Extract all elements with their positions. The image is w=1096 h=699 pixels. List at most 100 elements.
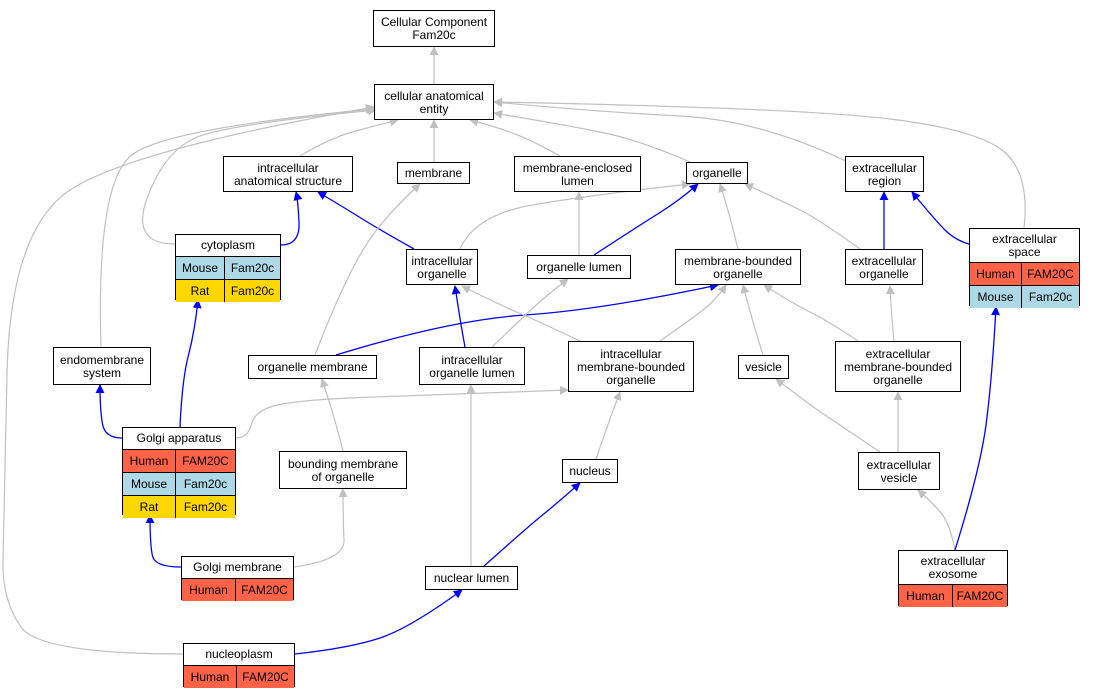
gene-symbol: FAM20C (236, 666, 294, 688)
organism-label: Human (189, 582, 228, 597)
go-term-label: cellular anatomical entity (384, 88, 484, 116)
edge-es-to-er (911, 191, 970, 245)
edge-golgi-to-ems (95, 384, 123, 439)
edge-cytoplasm-to-ias (280, 191, 303, 246)
go-term-label: intracellular organelle lumen (429, 352, 515, 380)
edge-np-to-cae (2, 103, 375, 655)
edge-exo-to-es (954, 306, 1001, 551)
go-term-node-iol[interactable]: intracellular organelle lumen (419, 347, 525, 385)
edge-exo-to-ev (917, 489, 956, 551)
organism-label: Mouse (977, 289, 1014, 304)
go-term-node-om[interactable]: organelle membrane (248, 355, 377, 379)
edge-embo-to-eo (885, 285, 895, 342)
go-term-label: extracellular organelle (851, 253, 917, 281)
edge-golgi-to-imbo (235, 385, 569, 439)
edge-gm-to-bmo (293, 488, 348, 568)
annotation-row: Mouse Fam20c (176, 256, 280, 279)
edge-mbo-to-organelle (718, 183, 739, 250)
edge-organelle-to-cae (493, 109, 691, 163)
go-term-node-nucleus[interactable]: nucleus (562, 459, 618, 483)
go-term-node-ol[interactable]: organelle lumen (527, 255, 631, 279)
edge-vesicle-to-mbo (740, 284, 764, 356)
go-term-label: extracellular membrane-bounded organelle (843, 346, 953, 387)
gene-symbol: Fam20c (1021, 286, 1079, 308)
edge-om-to-membrane (314, 183, 421, 356)
go-term-node-mel[interactable]: membrane-enclosed lumen (514, 156, 641, 192)
go-term-node-root[interactable]: Cellular Component Fam20c (373, 10, 495, 47)
gene-symbol: Fam20c (175, 496, 235, 518)
edge-embo-to-mbo (763, 284, 859, 342)
organism-label: Rat (139, 499, 159, 514)
edge-gm-to-golgi (145, 514, 182, 568)
edge-ol-to-organelle (593, 183, 699, 256)
go-term-label: intracellular anatomical structure (233, 160, 343, 188)
organism-label: Mouse (181, 260, 219, 275)
go-term-node-nl[interactable]: nuclear lumen (425, 566, 518, 590)
go-term-node-organelle[interactable]: organelle (686, 162, 748, 184)
organism-label: Human (129, 453, 169, 468)
go-term-label: nucleoplasm (205, 647, 273, 661)
edge-eo-to-organelle (744, 183, 861, 250)
go-term-label: extracellular exosome (920, 553, 986, 581)
gene-symbol: Fam20c (224, 280, 280, 302)
edge-er-to-cae (493, 98, 849, 163)
organism-label: Rat (190, 283, 210, 298)
organism-label: Human (906, 588, 945, 603)
go-term-node-bmo[interactable]: bounding membrane of organelle (279, 451, 407, 489)
go-term-node-membrane[interactable]: membrane (397, 162, 470, 184)
go-term-label: nucleus (569, 464, 611, 478)
edge-imbo-to-io (461, 285, 581, 342)
edge-nucleus-to-imbo (595, 391, 622, 460)
go-term-node-cae[interactable]: cellular anatomical entity (374, 84, 494, 120)
annotation-row: Mouse Fam20c (970, 285, 1079, 308)
gene-symbol: FAM20C (175, 450, 235, 472)
edge-iol-to-io (451, 285, 466, 348)
gene-symbol: FAM20C (952, 585, 1007, 607)
go-term-label: Golgi membrane (193, 560, 282, 574)
annotation-row: Rat Fam20c (123, 495, 235, 518)
go-term-label: extracellular region (852, 160, 917, 188)
annotation-row: Human FAM20C (123, 449, 235, 472)
edge-es-to-cae (493, 97, 1026, 229)
go-term-label: organelle membrane (257, 360, 368, 374)
go-term-node-vesicle[interactable]: vesicle (738, 355, 789, 379)
go-term-label: Golgi apparatus (136, 431, 222, 445)
edge-io-to-organelle (459, 180, 691, 250)
go-term-label: cytoplasm (200, 238, 256, 252)
go-term-node-io[interactable]: intracellular organelle (406, 249, 478, 285)
go-term-node-ev[interactable]: extracellular vesicle (858, 452, 940, 490)
go-term-label: membrane-bounded organelle (683, 253, 793, 281)
go-term-node-imbo[interactable]: intracellular membrane-bounded organelle (568, 341, 694, 392)
annotation-row: Rat Fam20c (176, 279, 280, 302)
go-term-node-er[interactable]: extracellular region (845, 156, 924, 192)
go-term-node-eo[interactable]: extracellular organelle (845, 249, 923, 285)
go-term-node-embo[interactable]: extracellular membrane-bounded organelle (835, 341, 961, 392)
go-term-label: membrane (404, 166, 463, 180)
go-term-node-ems[interactable]: endomembrane system (53, 347, 151, 385)
edge-mel-to-cae (469, 117, 561, 157)
annotation-row: Human FAM20C (899, 584, 1007, 607)
go-term-label: Cellular Component Fam20c (380, 15, 488, 42)
edge-iol-to-ol (491, 278, 569, 348)
edge-imbo-to-mbo (659, 284, 727, 342)
edge-io-to-ias (317, 191, 415, 250)
edge-np-to-nl (294, 589, 463, 655)
go-term-label: extracellular space (992, 231, 1057, 259)
edge-nl-to-nucleus (483, 482, 581, 567)
go-term-node-ias[interactable]: intracellular anatomical structure (223, 156, 353, 192)
edge-ev-to-vesicle (775, 378, 881, 453)
gene-symbol: Fam20c (224, 257, 280, 279)
go-term-node-mbo[interactable]: membrane-bounded organelle (675, 249, 801, 285)
